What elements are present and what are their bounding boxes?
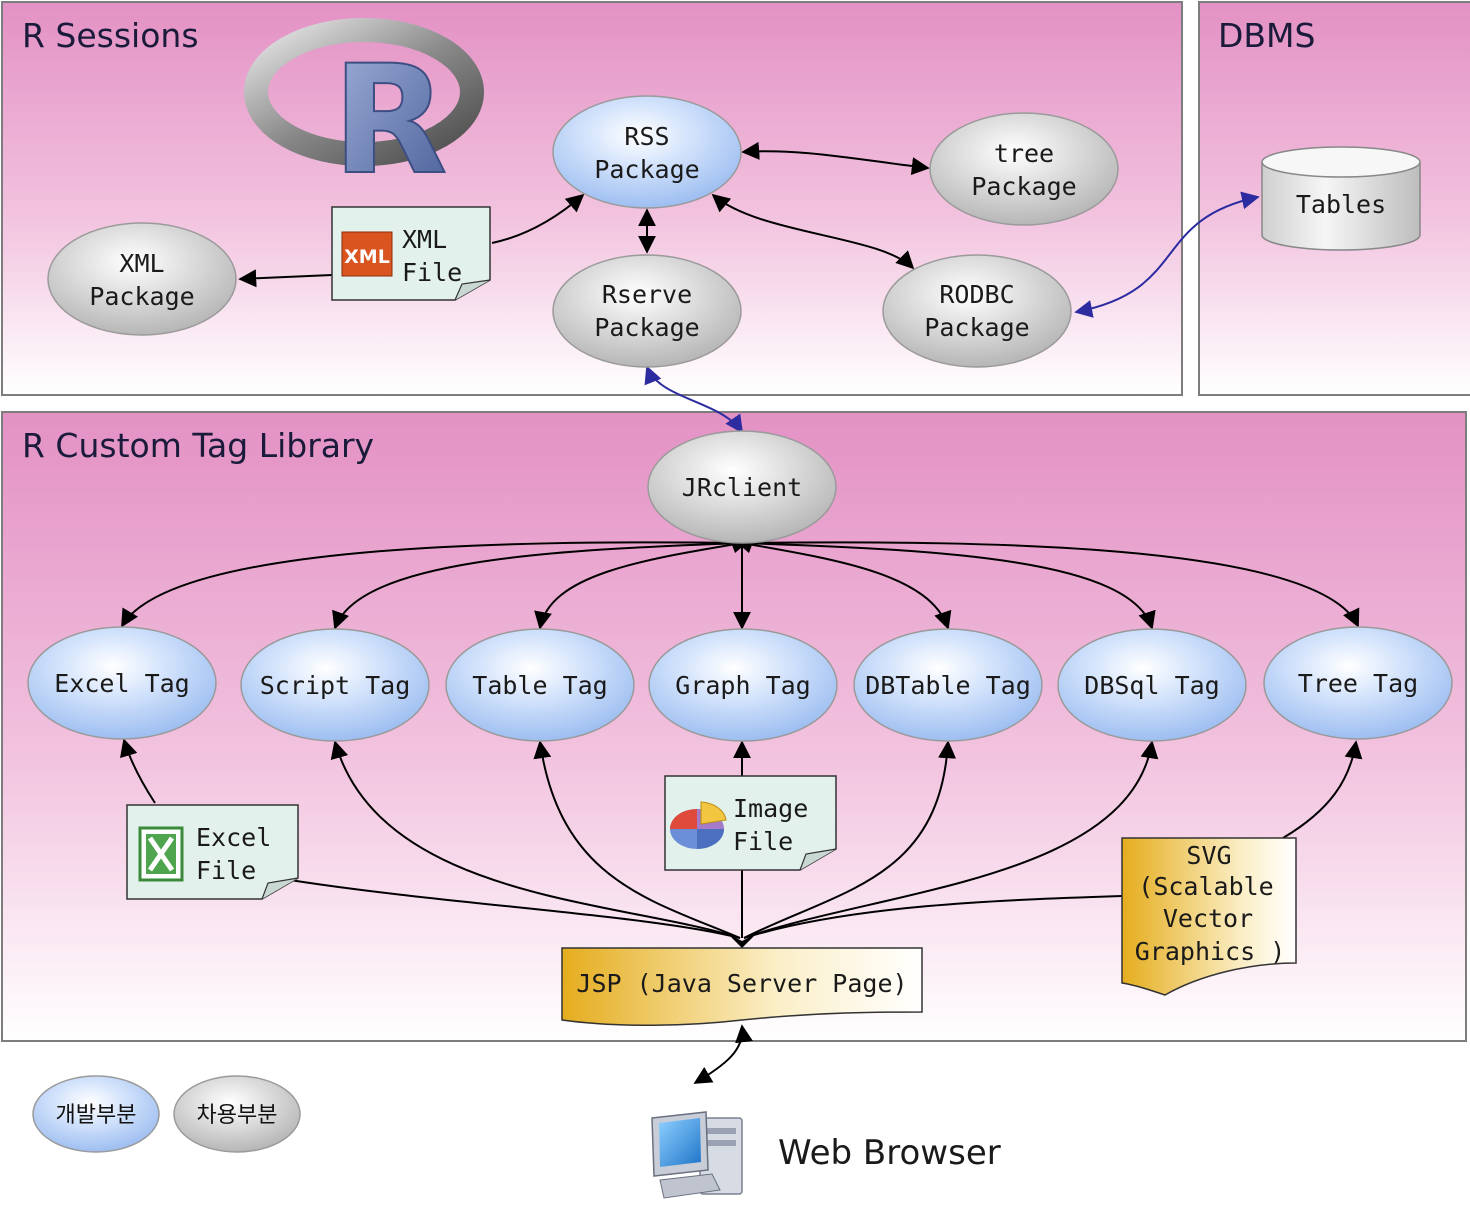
- r-logo: R: [244, 18, 484, 209]
- pie-chart-icon: [670, 801, 727, 849]
- xml-file-line2: File: [402, 258, 462, 287]
- tag-graph-label: Graph Tag: [675, 671, 810, 700]
- jsp-junction: [728, 934, 756, 948]
- node-rodbc-package[interactable]: RODBC Package: [882, 254, 1072, 368]
- node-tree-package[interactable]: tree Package: [929, 112, 1119, 226]
- tag-table-label: Table Tag: [472, 671, 607, 700]
- tag-script-label: Script Tag: [260, 671, 411, 700]
- tag-tree[interactable]: Tree Tag: [1263, 626, 1453, 740]
- edge-jsp-browser: [693, 1024, 753, 1084]
- tag-script[interactable]: Script Tag: [240, 628, 430, 742]
- rss-label-line2: Package: [594, 155, 699, 184]
- r-logo-ring: [244, 18, 484, 166]
- tree-label-line1: tree: [994, 139, 1054, 168]
- edge-rss-rodbc: [711, 193, 915, 270]
- node-xml-package[interactable]: XML Package: [47, 222, 237, 336]
- edge-rss-tree: [741, 141, 930, 176]
- node-rserve-package[interactable]: Rserve Package: [552, 254, 742, 368]
- tag-dbtable[interactable]: DBTable Tag: [853, 628, 1043, 742]
- node-tables-db[interactable]: Tables: [1261, 146, 1421, 251]
- panel-title-dbms: DBMS: [1218, 16, 1315, 55]
- svg-line3: Vector: [1163, 904, 1253, 933]
- image-file-line1: Image: [733, 794, 808, 823]
- xml-file-line1: XML: [402, 225, 447, 254]
- web-browser[interactable]: Web Browser: [651, 1111, 1001, 1199]
- node-jrclient[interactable]: JRclient: [647, 430, 837, 544]
- edges-jrclient-tags: [121, 534, 1360, 630]
- excel-icon: [138, 826, 184, 882]
- edge-jsp-script: [330, 740, 741, 939]
- doc-xml-file[interactable]: XML XML File: [331, 206, 491, 301]
- rodbc-label-line2: Package: [924, 313, 1029, 342]
- edge-svg-tree: [1282, 740, 1363, 839]
- edge-jr-script: [332, 542, 743, 630]
- tag-row: Excel Tag Script Tag Table Tag Graph Tag…: [27, 626, 1453, 742]
- tag-excel[interactable]: Excel Tag: [27, 626, 217, 740]
- node-rss-package[interactable]: RSS Package: [552, 95, 742, 209]
- tag-table[interactable]: Table Tag: [445, 628, 635, 742]
- edge-xmlfile-xmlpkg: [238, 269, 333, 288]
- xml-badge-icon: [341, 231, 393, 277]
- tag-graph[interactable]: Graph Tag: [648, 628, 838, 742]
- tree-label-line2: Package: [971, 172, 1076, 201]
- doc-jsp[interactable]: JSP (Java Server Page): [561, 947, 923, 1026]
- excel-file-line1: Excel: [196, 823, 271, 852]
- rserve-label-line1: Rserve: [602, 280, 692, 309]
- edge-jsp-excelfile: [289, 879, 741, 939]
- edges-jsp-tags: [120, 738, 1363, 1084]
- panel-title-tag-library: R Custom Tag Library: [22, 426, 374, 465]
- svg-line1: SVG: [1186, 841, 1231, 870]
- doc-excel-file[interactable]: Excel File: [126, 804, 299, 900]
- svg-line2: (Scalable: [1138, 872, 1273, 901]
- svg-line4: Graphics ): [1135, 937, 1286, 966]
- xml-label-line2: Package: [89, 282, 194, 311]
- rserve-label-line2: Package: [594, 313, 699, 342]
- r-logo-letter: R: [332, 34, 448, 208]
- edges-r-sessions: [238, 141, 1260, 434]
- legend-used: 차용부분: [173, 1075, 301, 1153]
- excel-file-line2: File: [196, 856, 256, 885]
- edge-jsp-svg: [743, 895, 1123, 939]
- tables-label: Tables: [1296, 190, 1386, 219]
- doc-svg[interactable]: SVG (Scalable Vector Graphics ): [1121, 837, 1297, 996]
- edge-jsp-table: [533, 740, 741, 939]
- tag-dbsql[interactable]: DBSql Tag: [1057, 628, 1247, 742]
- legend-developed-label: 개발부분: [56, 1103, 137, 1128]
- tag-dbsql-label: DBSql Tag: [1084, 671, 1219, 700]
- image-file-line2: File: [733, 827, 793, 856]
- xml-badge-text: XML: [344, 246, 390, 268]
- edge-rserve-jrclient: [644, 365, 744, 434]
- jrclient-label: JRclient: [682, 473, 802, 502]
- web-browser-label: Web Browser: [778, 1133, 1001, 1173]
- edge-jr-dbtable: [741, 542, 952, 630]
- panel-title-r-sessions: R Sessions: [22, 16, 199, 55]
- edge-rodbc-tables: [1074, 191, 1260, 318]
- legend-used-label: 차용부분: [197, 1103, 278, 1128]
- xml-label-line1: XML: [119, 249, 164, 278]
- legend-developed: 개발부분: [32, 1075, 160, 1153]
- edge-jr-table: [534, 542, 743, 630]
- edge-jr-excel: [121, 541, 743, 628]
- tag-dbtable-label: DBTable Tag: [865, 671, 1031, 700]
- tag-excel-label: Excel Tag: [54, 669, 189, 698]
- computer-icon: [651, 1111, 743, 1199]
- edge-excelfile-excel: [120, 738, 156, 804]
- jsp-label: JSP (Java Server Page): [576, 969, 907, 998]
- edge-xmlfile-rss: [491, 193, 585, 244]
- doc-image-file[interactable]: Image File: [664, 775, 837, 871]
- edge-jr-dbsql: [741, 542, 1156, 630]
- tag-tree-label: Tree Tag: [1298, 669, 1418, 698]
- edge-jsp-dbsql: [743, 740, 1159, 939]
- rss-label-line1: RSS: [624, 122, 669, 151]
- edge-jsp-dbtable: [743, 740, 957, 939]
- edge-jr-tree: [741, 541, 1360, 628]
- rodbc-label-line1: RODBC: [939, 280, 1014, 309]
- legend: 개발부분 차용부분: [32, 1075, 301, 1153]
